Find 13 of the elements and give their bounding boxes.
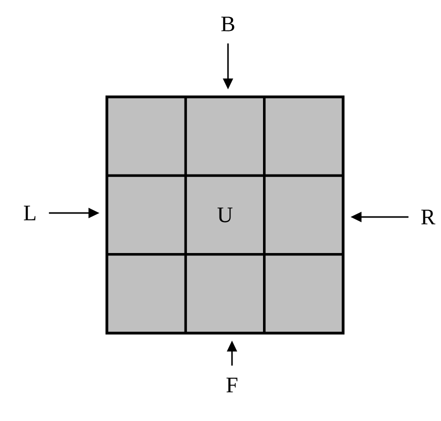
grid-cell xyxy=(106,253,187,334)
grid-cell xyxy=(263,96,344,177)
grid-cell xyxy=(184,96,266,177)
grid-cell xyxy=(184,253,266,334)
face-label: B xyxy=(221,16,234,32)
grid-cell xyxy=(263,253,344,334)
grid-cell: U xyxy=(184,174,266,256)
face-label: F xyxy=(226,378,238,392)
grid-cell xyxy=(106,174,187,256)
grid-cell xyxy=(263,174,344,256)
grid-cell xyxy=(106,96,187,177)
face-label: R xyxy=(421,210,436,224)
face-label: L xyxy=(24,206,36,220)
